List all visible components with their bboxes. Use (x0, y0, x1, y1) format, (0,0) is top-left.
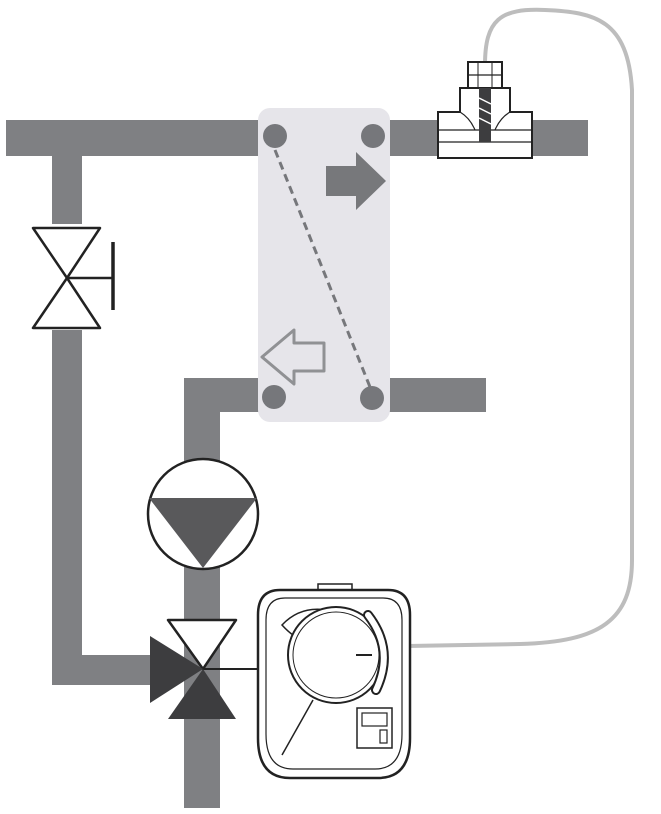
hand-valve-icon (31, 226, 102, 330)
display-module (356, 707, 393, 749)
return-vertical-pipe (184, 378, 220, 808)
heat-exchanger (258, 108, 390, 422)
exchange-line (273, 149, 374, 393)
hand-valve (31, 224, 115, 330)
mixing-valve (150, 618, 262, 719)
port-bottom-right (360, 386, 384, 410)
sensor-probe (479, 88, 491, 142)
controller (256, 583, 412, 780)
port-bottom-left (262, 385, 286, 409)
top-supply-pipe (6, 120, 266, 156)
flow-arrow-left-icon (260, 328, 326, 386)
bottom-right-pipe (384, 378, 486, 412)
capillary-tube (407, 7, 634, 648)
sensor (437, 61, 533, 159)
flow-arrow-right-icon (326, 152, 386, 210)
circulation-pump-icon (149, 498, 257, 568)
left-riser-pipe (52, 120, 82, 685)
port-top-left (263, 124, 287, 148)
return-horizontal-pipe (184, 378, 270, 412)
port-top-right (361, 124, 385, 148)
pump (146, 457, 260, 571)
three-way-valve-icon (166, 618, 238, 671)
